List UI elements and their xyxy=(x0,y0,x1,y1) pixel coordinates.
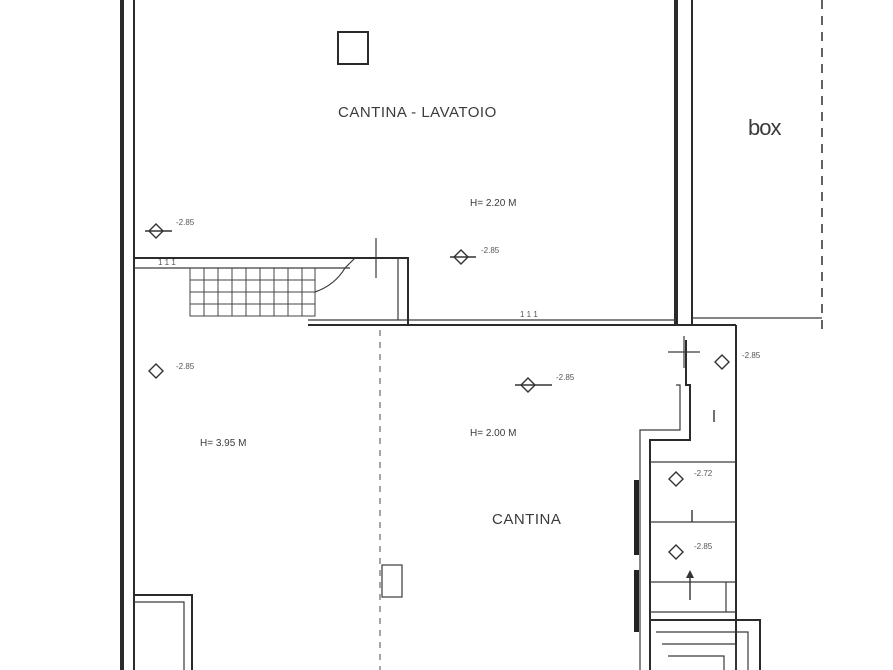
level-markers xyxy=(145,223,730,560)
level-diamond-icon xyxy=(520,377,536,393)
level-diamond-icon xyxy=(668,471,684,487)
level-label: -2.85 xyxy=(742,351,761,360)
bottom-left-niche-inner xyxy=(134,601,185,670)
level-label: -2.85 xyxy=(176,362,195,371)
height-label-left: H= 3.95 M xyxy=(200,438,247,449)
level-label: -2.85 xyxy=(556,373,575,382)
dimension-mark: 1 1 1 xyxy=(520,310,538,319)
bottom-stair-core xyxy=(668,655,725,670)
window-bar xyxy=(634,480,639,555)
room-label-cantina: CANTINA xyxy=(492,511,562,528)
level-label: -2.85 xyxy=(176,218,195,227)
stair-shaft-wall xyxy=(649,340,691,670)
bottom-stair-outer xyxy=(650,619,761,670)
level-label: -2.72 xyxy=(694,469,713,478)
arrow-head xyxy=(686,570,694,578)
bottom-stair-inner xyxy=(662,643,737,670)
level-diamond-icon xyxy=(148,363,164,379)
level-diamond-icon xyxy=(714,354,730,370)
window-bar xyxy=(634,570,639,632)
height-label-lavatoio: H= 2.20 M xyxy=(470,198,517,209)
stair-steps xyxy=(189,257,356,317)
room-label-cantina-lavatoio: CANTINA - LAVATOIO xyxy=(338,104,497,121)
stair-landing-outline xyxy=(134,257,409,326)
cantina-fixture xyxy=(381,564,403,598)
bottom-stair-mid xyxy=(656,631,749,670)
level-label: -2.85 xyxy=(481,246,500,255)
level-label: -2.85 xyxy=(694,542,713,551)
bottom-left-niche xyxy=(134,594,193,670)
level-diamond-icon xyxy=(453,249,469,265)
level-diamond-icon xyxy=(668,544,684,560)
stair-curve xyxy=(314,257,356,293)
stair-shaft-inner xyxy=(639,384,681,670)
height-label-cantina: H= 2.00 M xyxy=(470,428,517,439)
room-label-box: box xyxy=(748,115,781,140)
dimension-mark: 1 1 1 xyxy=(158,258,176,267)
level-diamond-icon xyxy=(148,223,164,239)
drain-fixture xyxy=(337,31,369,65)
